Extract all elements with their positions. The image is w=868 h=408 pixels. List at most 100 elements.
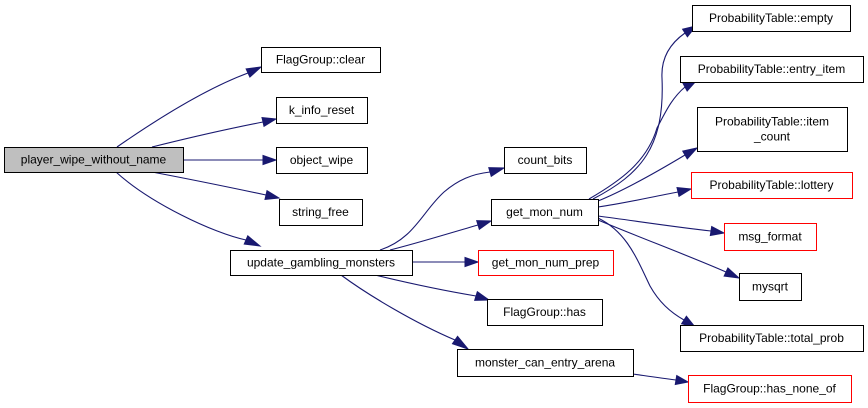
- node-pt-empty[interactable]: ProbabilityTable::empty: [692, 5, 851, 32]
- arrowhead-icon: [723, 267, 741, 279]
- node-label: ProbabilityTable::total_prob: [699, 331, 844, 345]
- arrowhead-icon: [264, 189, 281, 200]
- node-k-info-reset[interactable]: k_info_reset: [276, 97, 368, 124]
- node-box: [680, 325, 864, 352]
- edge-update_gambling_monsters-to-flaggroup_has: [374, 274, 491, 301]
- node-label: player_wipe_without_name: [21, 153, 167, 167]
- node-flaggroup-has[interactable]: FlagGroup::has: [487, 299, 603, 326]
- node-flaggroup-has-none-of[interactable]: FlagGroup::has_none_of: [688, 375, 852, 403]
- arrowhead-icon: [473, 290, 491, 301]
- node-label: _count: [753, 130, 791, 144]
- node-mysqrt[interactable]: mysqrt: [739, 273, 802, 301]
- node-monster-can-entry-arena[interactable]: monster_can_entry_arena: [457, 349, 634, 377]
- node-label: FlagGroup::has_none_of: [703, 382, 836, 396]
- node-box: [692, 5, 851, 32]
- node-pt-entry-item[interactable]: ProbabilityTable::entry_item: [680, 56, 864, 83]
- edge-line: [597, 217, 685, 321]
- node-update-gambling-monsters[interactable]: update_gambling_monsters: [230, 250, 413, 276]
- node-player-wipe-without-name[interactable]: player_wipe_without_name: [4, 147, 184, 173]
- edge-line: [592, 32, 686, 200]
- node-box: [230, 250, 413, 276]
- edge-player_wipe_without_name-to-update_gambling_monsters: [115, 171, 262, 247]
- edges-layer: [115, 25, 741, 386]
- node-box: [691, 172, 853, 199]
- node-pt-item-count[interactable]: ProbabilityTable::item_count: [697, 107, 848, 152]
- edge-player_wipe_without_name-to-flaggroup_clear: [116, 66, 263, 148]
- edge-update_gambling_monsters-to-monster_can_entry_arena: [340, 274, 470, 351]
- node-label: get_mon_num: [506, 205, 583, 219]
- arrowhead-icon: [475, 220, 493, 231]
- arrowhead-icon: [262, 154, 278, 166]
- edge-get_mon_num-to-msg_format: [597, 215, 726, 237]
- node-box: [487, 299, 603, 326]
- node-flaggroup-clear[interactable]: FlagGroup::clear: [261, 47, 381, 73]
- edge-get_mon_num-to-pt_item_count: [597, 147, 699, 202]
- edge-update_gambling_monsters-to-get_mon_num_prep: [412, 256, 480, 268]
- edge-line: [597, 191, 679, 208]
- node-get-mon-num[interactable]: get_mon_num: [491, 199, 599, 226]
- edge-line: [588, 86, 686, 200]
- arrowhead-icon: [245, 66, 263, 78]
- edge-line: [597, 219, 727, 273]
- arrowhead-icon: [261, 117, 278, 128]
- node-label: ProbabilityTable::entry_item: [698, 62, 845, 76]
- edge-update_gambling_monsters-to-get_mon_num: [389, 220, 493, 251]
- node-count-bits[interactable]: count_bits: [504, 147, 587, 174]
- edge-line: [379, 171, 491, 251]
- arrowhead-icon: [709, 225, 726, 237]
- edge-line: [115, 171, 247, 241]
- edge-line: [340, 274, 456, 341]
- edge-get_mon_num-to-pt_lottery: [597, 187, 693, 208]
- node-box: [491, 199, 599, 226]
- arrowhead-icon: [676, 187, 693, 198]
- arrowhead-icon: [464, 256, 480, 268]
- edge-player_wipe_without_name-to-k_info_reset: [151, 117, 278, 148]
- node-object-wipe[interactable]: object_wipe: [276, 147, 368, 174]
- arrowhead-icon: [243, 235, 262, 247]
- edge-line: [389, 224, 479, 251]
- edge-monster_can_entry_arena-to-flaggroup_has_none_of: [632, 373, 690, 386]
- node-label: msg_format: [738, 230, 802, 244]
- edge-get_mon_num-to-pt_empty: [592, 25, 698, 200]
- arrowhead-icon: [451, 335, 470, 351]
- node-box: [724, 223, 817, 251]
- arrowhead-icon: [674, 374, 690, 386]
- node-string-free[interactable]: string_free: [279, 199, 363, 226]
- node-pt-lottery[interactable]: ProbabilityTable::lottery: [691, 172, 853, 199]
- node-pt-total-prob[interactable]: ProbabilityTable::total_prob: [680, 325, 864, 352]
- edge-player_wipe_without_name-to-object_wipe: [182, 154, 278, 166]
- node-box: [457, 349, 634, 377]
- edge-get_mon_num-to-pt_entry_item: [588, 80, 698, 200]
- node-label: ProbabilityTable::empty: [709, 11, 833, 25]
- node-get-mon-num-prep[interactable]: get_mon_num_prep: [478, 250, 614, 276]
- edge-line: [632, 373, 677, 381]
- node-msg-format[interactable]: msg_format: [724, 223, 817, 251]
- node-box: [279, 199, 363, 226]
- node-box: [261, 47, 381, 73]
- node-label: object_wipe: [290, 153, 354, 167]
- edge-get_mon_num-to-mysqrt: [597, 219, 741, 279]
- node-box: [688, 375, 852, 403]
- nodes-layer: player_wipe_without_name FlagGroup::clear…: [4, 5, 864, 403]
- node-box: [739, 273, 802, 301]
- node-label: string_free: [292, 205, 349, 219]
- edge-line: [151, 171, 267, 196]
- edge-line: [597, 154, 686, 202]
- node-label: k_info_reset: [289, 103, 355, 117]
- edge-line: [374, 274, 477, 297]
- node-label: FlagGroup::has: [503, 305, 586, 319]
- node-label: update_gambling_monsters: [247, 256, 395, 270]
- node-label: ProbabilityTable::item: [715, 115, 829, 129]
- node-box: [680, 56, 864, 83]
- edge-line: [116, 72, 249, 148]
- arrowhead-icon: [681, 147, 699, 160]
- edge-line: [151, 121, 264, 148]
- node-label: mysqrt: [752, 280, 789, 294]
- node-label: count_bits: [518, 153, 573, 167]
- node-box: [276, 147, 368, 174]
- node-label: FlagGroup::clear: [276, 53, 365, 67]
- node-box: [504, 147, 587, 174]
- node-label: monster_can_entry_arena: [475, 356, 615, 370]
- arrowhead-icon: [488, 167, 506, 178]
